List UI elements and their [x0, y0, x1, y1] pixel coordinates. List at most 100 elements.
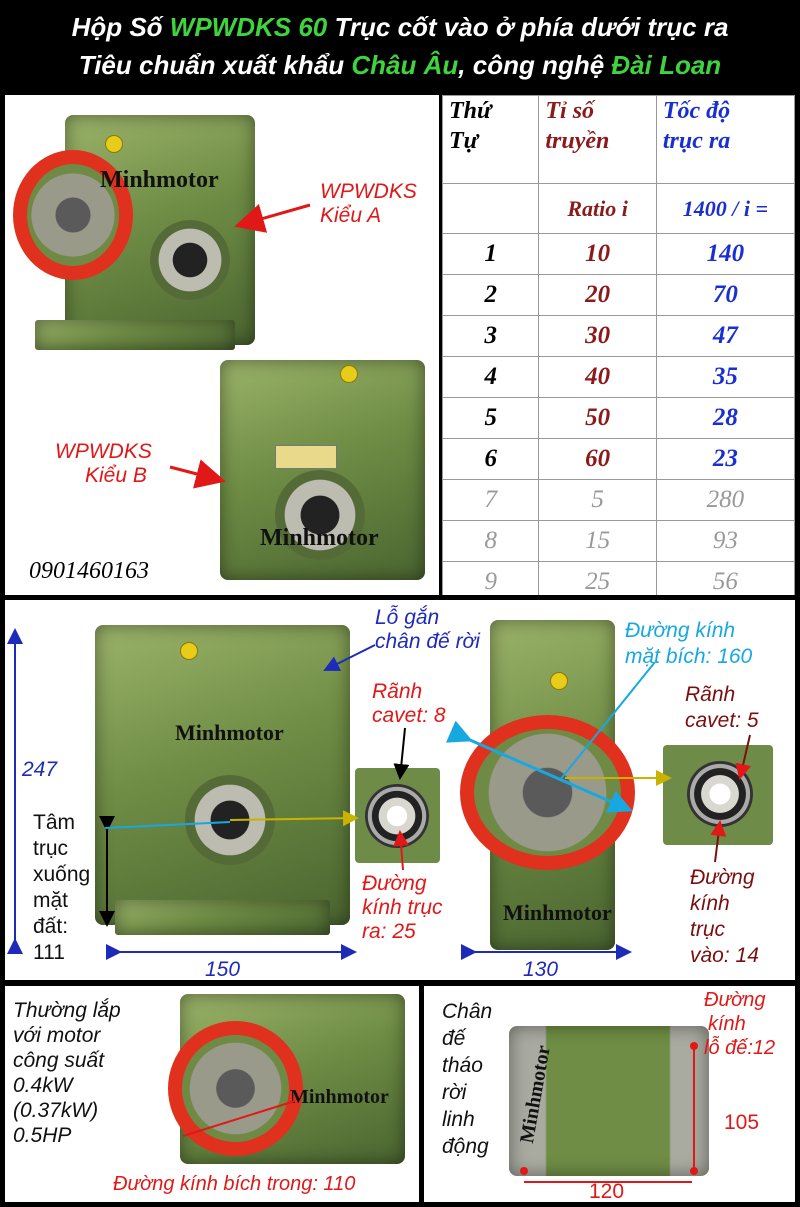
motor-info-4: 0.4kW [13, 1074, 73, 1097]
row-ratio: 30 [538, 315, 657, 357]
row-speed: 35 [655, 356, 795, 398]
header-no: Thứ Tự [441, 95, 540, 184]
type-b-arrow [169, 459, 226, 489]
brand-label-front: Minhmotor [175, 720, 284, 745]
brand-label-side: Minhmotor [503, 900, 612, 925]
center-label-6: 111 [33, 941, 65, 964]
oil-cap-icon [550, 672, 568, 690]
hole-dia-1: Đường [704, 989, 766, 1011]
dimensions-panel: Minhmotor Minhmotor 247 150 130 Tâm trục… [5, 600, 795, 980]
row-ratio: 40 [538, 356, 657, 398]
shaft-out-line-1: Đường [362, 872, 427, 895]
base-dimension-lines [520, 1042, 698, 1183]
table-header-row: Thứ Tự Tỉ số truyền Tốc độ trục ra [441, 95, 795, 184]
shaft-out-label: Đường kính trục ra: 25 [362, 872, 443, 944]
row-speed: 140 [655, 233, 795, 275]
base-info-panel: Chân đế tháo rời linh động Minhmotor Đườ… [424, 986, 795, 1202]
shaft-in-line-4: vào: 14 [690, 944, 759, 967]
motor-info-label: Thường lắp với motor công suất 0.4kW (0.… [13, 998, 121, 1148]
region-name: Châu Âu [351, 50, 459, 80]
type-b-line-2: Kiểu B [85, 464, 147, 487]
header-prefix-1: Hộp Số [71, 12, 170, 42]
mount-hole-label: Lỗ gắn chân đế rời [375, 606, 480, 654]
nameplate [275, 445, 337, 469]
header-no-2: Tự [449, 128, 479, 154]
header-no-1: Thứ [449, 98, 492, 124]
header-ratio-1: Tỉ số [545, 98, 595, 124]
keyway-out-line-1: Rãnh [372, 680, 423, 703]
header-ratio-2: truyền [545, 128, 610, 154]
type-a-arrow [234, 203, 311, 233]
header-suffix-1: Trục cốt vào ở phía dưới trục ra [327, 12, 729, 42]
row-speed: 47 [655, 315, 795, 357]
mount-hole-line-1: Lỗ gắn [375, 606, 440, 629]
row-ratio: 60 [538, 438, 657, 480]
keyway-out-line-2: cavet: 8 [372, 704, 446, 727]
row-no: 5 [441, 397, 540, 439]
flange-dia-line-2: mặt bích: 160 [625, 645, 753, 668]
motor-info-2: với motor [13, 1024, 101, 1047]
row-ratio: 10 [538, 233, 657, 275]
mount-hole-line-2: chân đế rời [375, 630, 480, 653]
row-ratio: 5 [538, 479, 657, 521]
row-ratio: 50 [538, 397, 657, 439]
subheader-speed: 1400 / i = [655, 183, 795, 234]
base-width-dimension: 120 [589, 1180, 625, 1202]
row-no: 1 [441, 233, 540, 275]
row-ratio: 20 [538, 274, 657, 316]
row-no: 3 [441, 315, 540, 357]
output-shaft-inset [355, 768, 440, 863]
base-info-2: đế [442, 1027, 466, 1050]
header-banner: Hộp Số WPWDKS 60 Trục cốt vào ở phía dướ… [0, 0, 800, 92]
keyway-in-line-2: cavet: 5 [685, 709, 759, 732]
shaft-in-label: Đường kính trục vào: 14 [690, 865, 759, 969]
row-no: 7 [441, 479, 540, 521]
row-no: 8 [441, 520, 540, 562]
oil-cap-icon [180, 642, 198, 660]
row-speed: 70 [655, 274, 795, 316]
header-speed: Tốc độ trục ra [655, 95, 795, 184]
gearbox-a-output-shaft [150, 220, 230, 300]
base-info-4: rời [442, 1081, 467, 1104]
shaft-out-line-3: ra: 25 [362, 920, 416, 943]
pointer-arrows [169, 203, 311, 489]
phone-number: 0901460163 [29, 558, 149, 584]
hole-dia-2: kính [708, 1013, 746, 1035]
row-ratio: 15 [538, 520, 657, 562]
flange-dia-line-1: Đường kính [625, 619, 736, 642]
hole-dia-3: lỗ đế:12 [704, 1037, 776, 1059]
brand-label-a: Minhmotor [100, 167, 219, 193]
center-height-label: Tâm trục xuống mặt đất: 111 [33, 810, 90, 966]
keyway-out-label: Rãnh cavet: 8 [372, 680, 446, 728]
base-info-3: tháo [442, 1054, 483, 1077]
height-dimension: 247 [22, 758, 58, 781]
type-b-line-1: WPWDKS [55, 440, 152, 463]
width-dimension-left: 150 [205, 958, 241, 980]
hole-diameter-label: Đường kính lỗ đế:12 [704, 988, 775, 1060]
top-divider [439, 95, 442, 595]
model-name: WPWDKS 60 [169, 12, 328, 42]
base-info-6: động [442, 1135, 489, 1158]
width-dimension-right: 130 [523, 958, 559, 980]
keyway-in-line-1: Rãnh [685, 683, 736, 706]
row-speed: 28 [655, 397, 795, 439]
base-info-label: Chân đế tháo rời linh động [442, 998, 492, 1160]
motor-info-3: công suất [13, 1049, 105, 1072]
dimension-lines [7, 628, 751, 960]
motor-info-panel: Thường lắp với motor công suất 0.4kW (0.… [5, 986, 419, 1202]
base-height-dimension: 105 [724, 1111, 760, 1134]
row-speed: 280 [655, 479, 795, 521]
header-speed-2: trục ra [662, 128, 731, 154]
ratio-table: Thứ Tự Tỉ số truyền Tốc độ trục ra Ratio… [441, 95, 795, 595]
oil-cap-icon [105, 135, 123, 153]
oil-cap-icon [340, 365, 358, 383]
row-no: 4 [441, 356, 540, 398]
